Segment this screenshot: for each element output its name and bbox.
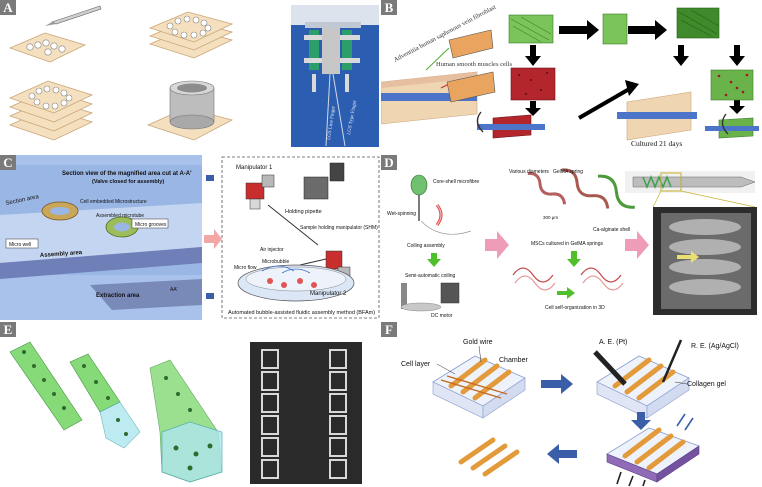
micro-grooves-label: Micro grooves — [135, 222, 167, 228]
microbubble-label: Microbubble — [262, 259, 289, 265]
gold-wire-label: Gold wire — [463, 339, 493, 346]
panel-b-label: B — [381, 0, 397, 15]
stacked-layers-top — [148, 11, 234, 59]
smooth-muscle-label: Human smooth muscles cells — [436, 61, 512, 68]
cultured-label: Cultured 21 days — [631, 139, 682, 148]
panel-b: B Adventitia human saphenous vein fibrob… — [381, 0, 762, 152]
dc-motor-label: DC motor — [431, 313, 453, 319]
stacked-layers-ring — [8, 80, 94, 141]
re-label: R. E. (Ag/AgCl) — [691, 343, 739, 350]
tube-cylinder — [146, 80, 234, 141]
panel-c-label: C — [0, 155, 16, 170]
extraction-area-label: Extraction area — [96, 293, 140, 299]
chamber-label: Chamber — [499, 357, 528, 364]
panel-a-illustration: LGS Line Finger LGS Type Finger — [8, 5, 379, 147]
various-diameters-label: Various diameters — [509, 169, 549, 175]
semi-automatic-label: Semi-automatic coiling — [405, 273, 456, 279]
sample-holding-label: Sample holding manipulator (SHM) — [300, 225, 378, 231]
wet-spinning-label: Wet-spinning — [387, 211, 416, 217]
panel-c-illustration: Section view of the magnified area cut a… — [0, 155, 380, 320]
ca-alginate-label: Ca-alginate shell — [593, 227, 630, 233]
assembled-microtube-label: Assembled microtube — [96, 213, 144, 219]
holding-pipette-label: Holding pipette — [285, 209, 322, 215]
core-shell-label: Core-shell microfibre — [433, 179, 479, 185]
micro-well-label: Micro well — [9, 242, 31, 248]
cell-microstructure-label: Cell embedded Microstructure — [80, 199, 147, 205]
manipulator-2-label: Manipulator 2 — [310, 291, 347, 297]
lgs-type-finger-label: LGS Type Finger — [347, 100, 358, 136]
mscs-label: MSCs cultured in GelMA springs — [531, 241, 603, 247]
section-title: Section view of the magnified area cut a… — [62, 171, 192, 177]
cell-layer-label: Cell layer — [401, 361, 431, 368]
single-layer — [8, 5, 102, 63]
panel-a-label: A — [0, 0, 16, 15]
bfam-caption: Automated bubble-assisted fluidic assemb… — [228, 310, 375, 316]
air-injector-label: Air injector — [260, 247, 284, 253]
panel-d-label: D — [381, 155, 397, 170]
gelma-spring-label: GelMA spring — [553, 169, 583, 175]
self-org-label: Cell self-organization in 3D — [545, 305, 605, 311]
device-photo — [291, 5, 379, 147]
panel-f-label: F — [381, 322, 397, 337]
panel-d: D Wet-spinning Core-shell microfibre Coi… — [381, 155, 762, 320]
panel-e-label: E — [0, 322, 16, 337]
manipulator-1-label: Manipulator 1 — [236, 165, 273, 171]
panel-f: F Cell layer Gold wire Chamber A. E. (Pt… — [381, 322, 762, 487]
coiling-assembly-label: Coiling assembly — [407, 243, 445, 249]
collagen-label: Collagen gel — [687, 381, 726, 388]
panel-e-illustration — [9, 341, 362, 484]
section-subtitle: (Valve closed for assembly) — [92, 179, 164, 185]
panel-c: C Section view of the magnified area cut… — [0, 155, 381, 320]
panel-a: A — [0, 0, 381, 152]
ae-label: A. E. (Pt) — [599, 339, 627, 346]
aa-label: AA' — [170, 287, 178, 293]
panel-f-illustration: Cell layer Gold wire Chamber A. E. (Pt) … — [401, 339, 739, 487]
springs — [527, 168, 635, 209]
scale-label: 300 μm — [543, 215, 558, 220]
assembly-area-label: Assembly area — [40, 250, 83, 259]
panel-d-illustration: Wet-spinning Core-shell microfibre Coili… — [387, 168, 757, 319]
lgs-line-finger-label: LGS Line Finger — [327, 105, 337, 140]
panel-e: E — [0, 322, 381, 487]
micro-flow-label: Micro flow — [234, 265, 257, 271]
panel-b-illustration: Adventitia human saphenous vein fibrobla… — [381, 4, 759, 148]
